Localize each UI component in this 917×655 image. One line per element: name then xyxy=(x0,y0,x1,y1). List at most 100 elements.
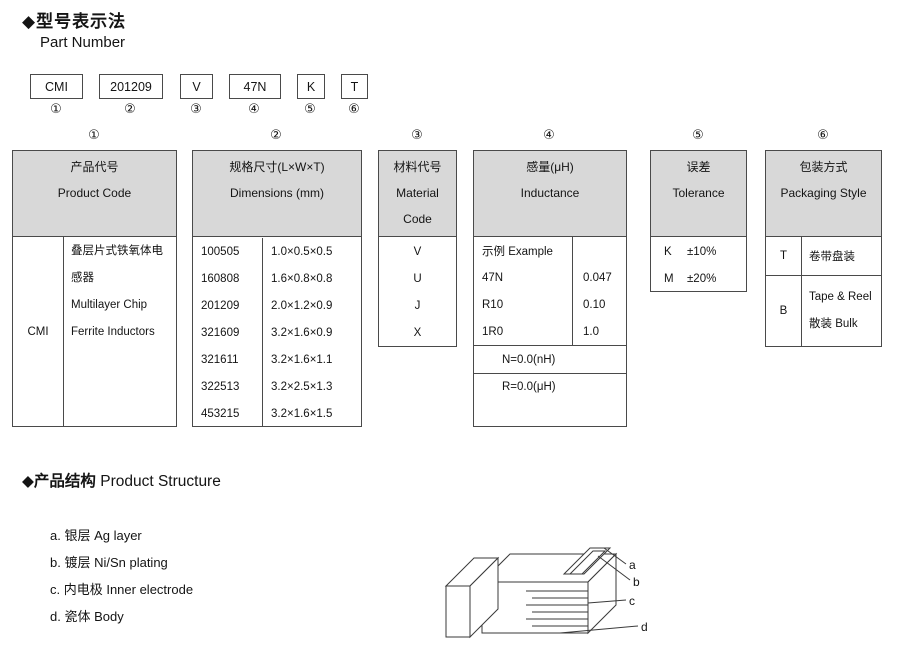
dimension-size-cell: 1.6×0.8×0.8 xyxy=(271,272,333,285)
table-marker-5: ⑤ xyxy=(692,127,704,142)
table-marker-6: ⑥ xyxy=(817,127,829,142)
table-tolerance-header: 误差 Tolerance xyxy=(651,151,746,237)
dimension-code-cell: 453215 xyxy=(193,400,263,427)
table-marker-3: ③ xyxy=(411,127,423,142)
part-number-box-inductance: 47N xyxy=(229,74,281,99)
packaging-row-b: B Tape & Reel 散装 Bulk xyxy=(766,276,881,346)
header-zh: 材料代号 xyxy=(393,160,442,174)
tolerance-value-cell: ±20% xyxy=(687,272,717,285)
header-en: Dimensions (mm) xyxy=(229,186,324,200)
material-code: X xyxy=(413,327,422,339)
diagram-label-a: a xyxy=(629,558,636,572)
inductance-code-cell: R10 xyxy=(474,291,573,318)
part-number-box-label: T xyxy=(350,79,359,94)
diagram-label-c: c xyxy=(629,594,635,608)
table-marker-2: ② xyxy=(270,127,282,142)
dimension-row: 321609 3.2×1.6×0.9 xyxy=(193,319,361,346)
tolerance-code-cell: M xyxy=(664,272,674,285)
inductance-example-label: 示例 Example xyxy=(474,237,573,264)
desc-line: 感器 xyxy=(71,272,94,284)
dimension-size-cell: 2.0×1.2×0.9 xyxy=(271,299,333,312)
desc-line: Ferrite Inductors xyxy=(71,326,155,338)
table-material-code: 材料代号 Material Code V U J X xyxy=(378,150,457,347)
table-product-code: 产品代号 Product Code CMI 叠层片式铁氧体电 感器 Multil… xyxy=(12,150,177,427)
dimension-size-cell: 3.2×1.6×0.9 xyxy=(271,326,333,339)
segment-marker-2: ② xyxy=(124,101,136,116)
packaging-value-line: 散装 Bulk xyxy=(809,318,858,330)
header-zh: 规格尺寸(L×W×T) xyxy=(229,160,325,174)
part-number-box-product: CMI xyxy=(30,74,83,99)
part-number-box-label: V xyxy=(192,79,201,94)
structure-item-b: b. 镀层 Ni/Sn plating xyxy=(50,555,168,570)
part-number-box-label: CMI xyxy=(45,79,68,94)
diagram-label-d: d xyxy=(641,620,648,634)
material-code: U xyxy=(413,273,422,285)
packaging-code-cell: B xyxy=(766,276,802,346)
inductance-value-cell: 0.10 xyxy=(583,298,606,311)
part-number-box-material: V xyxy=(180,74,213,99)
table-packaging-body: T 卷带盘装 B Tape & Reel 散装 Bulk xyxy=(766,237,881,346)
segment-marker-5: ⑤ xyxy=(304,101,316,116)
header-zh: 包装方式 xyxy=(799,160,848,174)
dimension-code-cell: 321609 xyxy=(193,319,263,346)
dimension-code-cell: 322513 xyxy=(193,373,263,400)
table-packaging: 包装方式 Packaging Style T 卷带盘装 B Tape & Ree… xyxy=(765,150,882,347)
dimension-code-cell: 201209 xyxy=(193,292,263,319)
tolerance-value-cell: ±10% xyxy=(687,245,717,258)
tolerance-code-cell: K xyxy=(664,245,672,258)
inductance-value-cell: 1.0 xyxy=(583,325,599,338)
dimension-code-cell: 100505 xyxy=(193,238,263,265)
desc-line: Multilayer Chip xyxy=(71,299,148,311)
header-zh: 感量(μH) xyxy=(526,160,574,174)
table-product-code-header: 产品代号 Product Code xyxy=(13,151,176,237)
dimension-row: 100505 1.0×0.5×0.5 xyxy=(193,238,361,265)
inductance-row: R10 0.10 xyxy=(474,291,626,318)
part-number-box-packaging: T xyxy=(341,74,368,99)
table-tolerance: 误差 Tolerance K ±10% M ±20% xyxy=(650,150,747,292)
part-number-box-label: 201209 xyxy=(110,79,152,94)
part-number-box-label: K xyxy=(306,79,316,94)
part-number-box-tolerance: K xyxy=(297,74,325,99)
packaging-value-line: Tape & Reel xyxy=(809,291,872,303)
tolerance-row: K ±10% xyxy=(651,238,746,265)
product-desc-cell: 叠层片式铁氧体电 感器 Multilayer Chip Ferrite Indu… xyxy=(64,237,176,426)
dimension-code-cell: 160808 xyxy=(193,265,263,292)
packaging-value-cell: Tape & Reel 散装 Bulk xyxy=(802,276,881,346)
header-en: Code xyxy=(403,212,432,226)
dimension-size-cell: 3.2×1.6×1.5 xyxy=(271,407,333,420)
diagram-label-b: b xyxy=(633,575,640,589)
dimension-row: 160808 1.6×0.8×0.8 xyxy=(193,265,361,292)
packaging-row-t: T 卷带盘装 xyxy=(766,237,881,276)
dimension-size-cell: 3.2×1.6×1.1 xyxy=(271,353,333,366)
header-en: Packaging Style xyxy=(780,186,867,200)
dimension-size-cell: 3.2×2.5×1.3 xyxy=(271,380,333,393)
table-dimensions-header: 规格尺寸(L×W×T) Dimensions (mm) xyxy=(193,151,361,237)
header-en: Product Code xyxy=(57,186,132,200)
table-material-code-body: V U J X xyxy=(379,237,456,346)
table-marker-4: ④ xyxy=(543,127,555,142)
inductance-value-cell: 0.047 xyxy=(583,271,612,284)
section-title-product-structure: ◆产品结构 Product Structure xyxy=(22,469,221,491)
product-code-cell: CMI xyxy=(13,237,64,426)
dimension-size-cell: 1.0×0.5×0.5 xyxy=(271,245,333,258)
desc-line: 叠层片式铁氧体电 xyxy=(71,245,163,257)
segment-marker-1: ① xyxy=(50,101,62,116)
structure-item-d: d. 瓷体 Body xyxy=(50,609,124,624)
header-en: Material xyxy=(396,186,439,200)
header-en: Tolerance xyxy=(672,186,725,200)
structure-item-a: a. 银层 Ag layer xyxy=(50,528,142,543)
dimension-row: 201209 2.0×1.2×0.9 xyxy=(193,292,361,319)
header-zh: 产品代号 xyxy=(70,160,119,174)
material-code: V xyxy=(413,246,422,258)
table-dimensions: 规格尺寸(L×W×T) Dimensions (mm) 100505 1.0×0.… xyxy=(192,150,362,427)
inductance-note-uh: R=0.0(μH) xyxy=(474,373,626,426)
tolerance-row: M ±20% xyxy=(651,265,746,292)
product-structure-diagram: a b c d xyxy=(444,547,648,639)
table-product-code-body: CMI 叠层片式铁氧体电 感器 Multilayer Chip Ferrite … xyxy=(13,237,176,426)
table-marker-1: ① xyxy=(88,127,100,142)
